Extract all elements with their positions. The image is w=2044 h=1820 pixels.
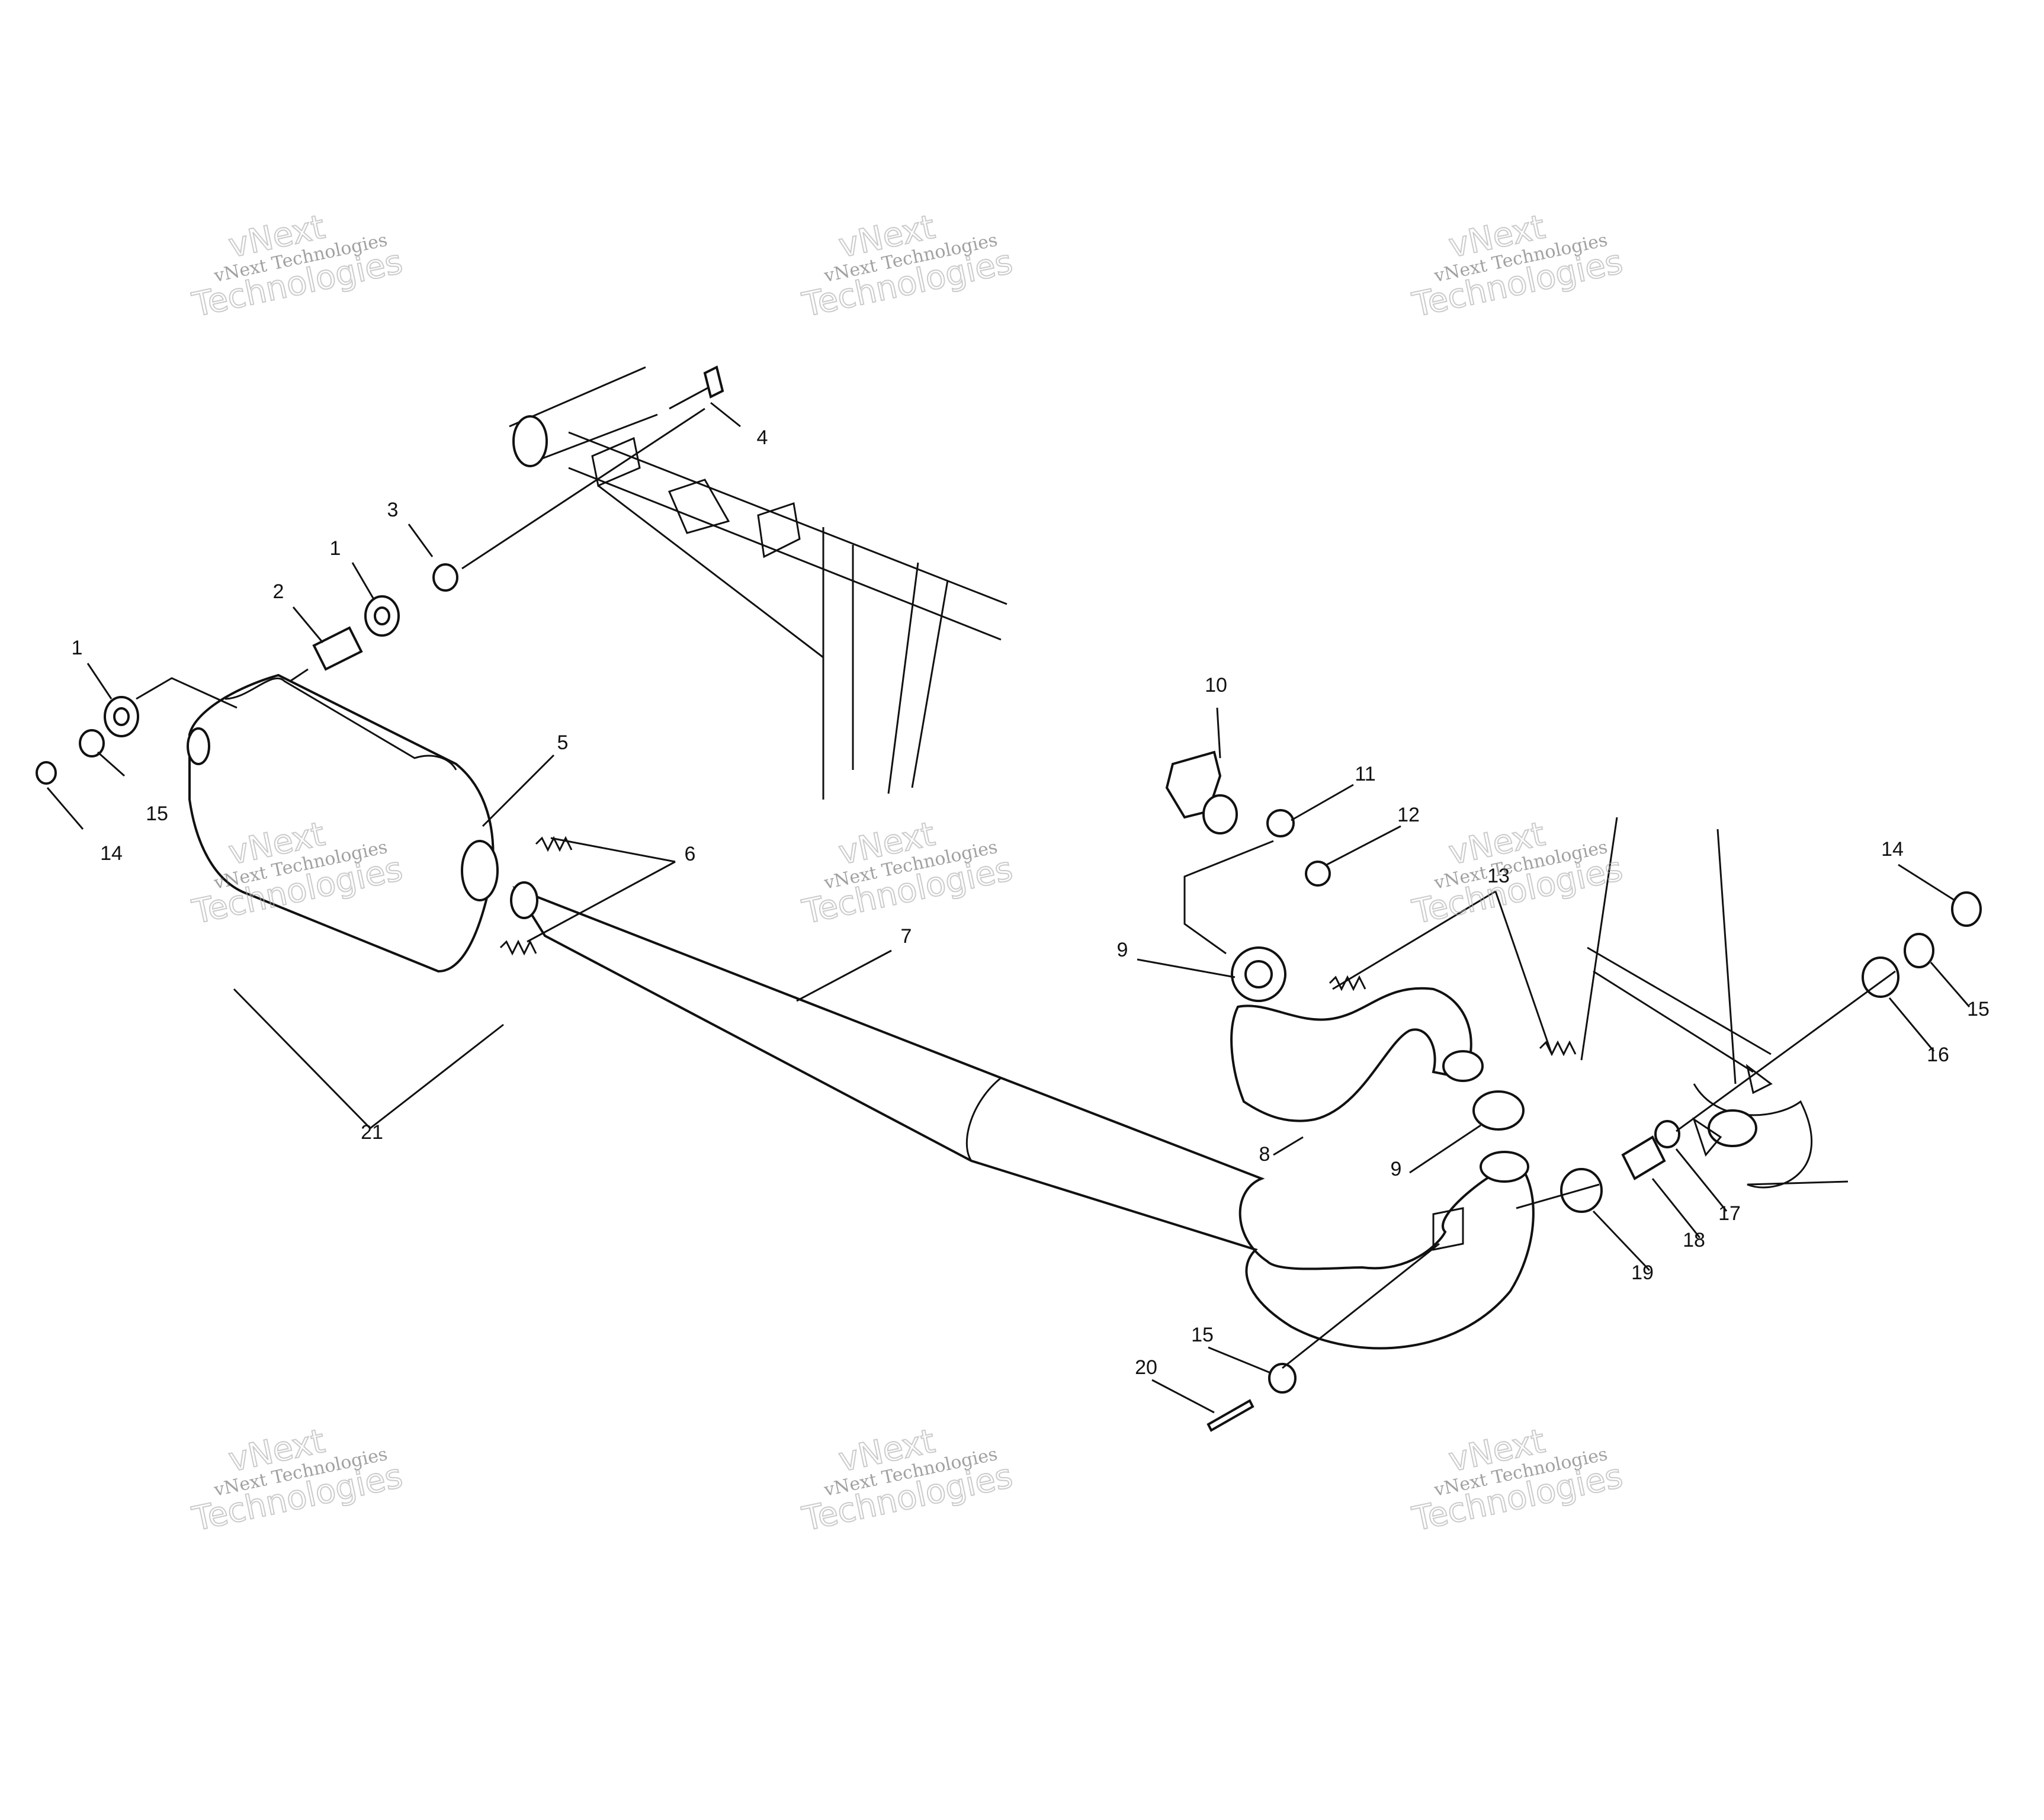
leader-lines (46, 402, 1971, 1414)
muffler-hardware (36, 365, 724, 785)
callout-14: 14 (1881, 838, 1904, 861)
callout-2: 2 (273, 580, 284, 603)
callout-9: 9 (1117, 939, 1128, 961)
callout-10: 10 (1205, 674, 1227, 696)
callout-16: 16 (1927, 1044, 1949, 1066)
callout-20: 20 (1135, 1356, 1157, 1379)
callout-15: 15 (1191, 1324, 1214, 1346)
callout-labels: 1151421345672110111213989141516171819152… (72, 426, 1990, 1379)
exhaust-pipe (510, 881, 1535, 1350)
callout-18: 18 (1683, 1229, 1705, 1251)
callout-9: 9 (1391, 1158, 1402, 1180)
lower-right-frame (1580, 817, 1849, 1189)
callout-6: 6 (685, 843, 696, 865)
callout-4: 4 (757, 426, 768, 449)
upper-frame (509, 366, 1007, 800)
callout-19: 19 (1631, 1262, 1654, 1284)
right-hardware (1206, 891, 1982, 1432)
callout-21: 21 (361, 1121, 383, 1144)
callout-13: 13 (1487, 865, 1510, 887)
callout-3: 3 (387, 499, 399, 521)
callout-1: 1 (330, 537, 341, 560)
callout-15: 15 (146, 803, 168, 825)
callout-1: 1 (72, 637, 83, 659)
exhaust-elbow (1165, 750, 1525, 1131)
callout-12: 12 (1397, 804, 1420, 826)
muffler (187, 673, 499, 973)
callout-17: 17 (1718, 1202, 1741, 1225)
callout-14: 14 (100, 842, 123, 865)
callout-5: 5 (557, 731, 569, 754)
callout-15: 15 (1967, 998, 1990, 1020)
callout-7: 7 (901, 925, 912, 948)
callout-11: 11 (1355, 763, 1375, 785)
callout-8: 8 (1259, 1143, 1270, 1166)
